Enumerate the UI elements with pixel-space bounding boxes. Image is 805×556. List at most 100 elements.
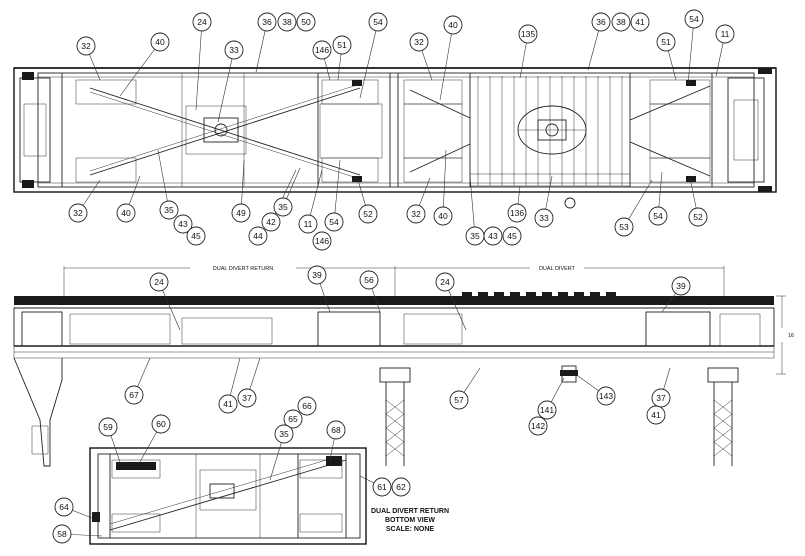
leader-line [195, 21, 203, 111]
callout-balloon-57: 57 [449, 390, 469, 410]
callout-balloon-51: 51 [332, 35, 352, 55]
callout-balloon-68: 68 [326, 420, 346, 440]
callout-balloon-135: 135 [518, 24, 538, 44]
leader-line [157, 149, 170, 211]
callout-balloon-146: 146 [312, 231, 332, 251]
callout-balloon-54: 54 [684, 9, 704, 29]
callout-number: 50 [301, 17, 311, 27]
callout-balloon-11: 11 [298, 214, 318, 234]
callout-balloon-43: 43 [483, 226, 503, 246]
callout-number: 54 [329, 217, 339, 227]
callout-number: 54 [689, 14, 699, 24]
callout-balloon-36: 36 [257, 12, 277, 32]
callout-number: 66 [302, 401, 312, 411]
divert-slats [469, 76, 631, 187]
callout-number: 53 [619, 222, 629, 232]
callout-number: 54 [653, 211, 663, 221]
callout-number: 68 [331, 425, 341, 435]
bottom-view-title: DUAL DIVERT RETURN [371, 508, 449, 515]
callout-number: 136 [510, 208, 524, 218]
callout-number: 40 [448, 20, 458, 30]
callout-balloon-24: 24 [192, 12, 212, 32]
callout-balloon-60: 60 [151, 414, 171, 434]
callout-number: 33 [539, 213, 549, 223]
callout-balloon-35: 35 [273, 197, 293, 217]
leader-line [333, 159, 341, 223]
callout-balloon-38: 38 [277, 12, 297, 32]
callout-number: 39 [676, 281, 686, 291]
callout-number: 38 [282, 17, 292, 27]
callout-balloon-45: 45 [186, 226, 206, 246]
callout-number: 146 [315, 45, 329, 55]
callout-balloon-41: 41 [646, 405, 666, 425]
callout-balloon-64: 64 [54, 497, 74, 517]
callout-balloon-37: 37 [651, 388, 671, 408]
callout-number: 35 [279, 429, 289, 439]
callout-number: 45 [191, 231, 201, 241]
support-leg-left [379, 367, 411, 466]
callout-balloon-67: 67 [124, 385, 144, 405]
callout-number: 32 [73, 208, 83, 218]
callout-balloon-32: 32 [409, 32, 429, 52]
bottom-view-scale: SCALE: NONE [386, 526, 435, 533]
callout-number: 57 [454, 395, 464, 405]
callout-number: 42 [266, 217, 276, 227]
view-notes: DUAL DIVERT RETURN BOTTOM VIEW SCALE: NO… [371, 508, 449, 533]
callout-balloon-141: 141 [537, 400, 557, 420]
callout-number: 52 [363, 209, 373, 219]
leader-line [469, 175, 476, 237]
callout-number: 11 [721, 29, 730, 39]
callout-balloon-42: 42 [261, 212, 281, 232]
callout-number: 59 [103, 422, 113, 432]
callout-number: 52 [693, 212, 703, 222]
callout-number: 11 [304, 219, 313, 229]
callout-balloon-39: 39 [671, 276, 691, 296]
callout-balloon-35: 35 [159, 200, 179, 220]
dim-label-height: 16 [788, 333, 794, 339]
callout-balloon-41: 41 [218, 394, 238, 414]
callout-number: 37 [656, 393, 666, 403]
callout-balloon-40: 40 [116, 203, 136, 223]
callout-number: 62 [396, 482, 406, 492]
callout-number: 61 [377, 482, 387, 492]
callout-balloon-62: 62 [391, 477, 411, 497]
callout-number: 32 [81, 41, 91, 51]
callout-number: 51 [661, 37, 671, 47]
divert-shoes [462, 292, 616, 298]
callout-number: 43 [488, 231, 498, 241]
callout-number: 141 [540, 405, 554, 415]
callout-balloon-36: 36 [591, 12, 611, 32]
callout-balloon-51: 51 [656, 32, 676, 52]
callout-number: 40 [155, 37, 165, 47]
callout-balloon-33: 33 [534, 208, 554, 228]
callout-number: 35 [278, 202, 288, 212]
callout-number: 33 [229, 45, 239, 55]
callout-number: 40 [121, 208, 131, 218]
callout-number: 32 [414, 37, 424, 47]
callout-number: 143 [599, 391, 613, 401]
callout-balloon-35: 35 [274, 424, 294, 444]
callout-balloon-32: 32 [76, 36, 96, 56]
callout-balloon-45: 45 [502, 226, 522, 246]
callout-balloon-33: 33 [224, 40, 244, 60]
callout-number: 44 [253, 231, 263, 241]
callout-number: 45 [507, 231, 517, 241]
callout-number: 38 [616, 17, 626, 27]
callout-balloon-54: 54 [368, 12, 388, 32]
callout-balloon-35: 35 [465, 226, 485, 246]
callout-number: 58 [57, 529, 67, 539]
top-view [13, 67, 777, 209]
callout-balloon-142: 142 [528, 416, 548, 436]
callout-balloon-40: 40 [433, 206, 453, 226]
callout-balloon-24: 24 [149, 272, 169, 292]
callout-number: 36 [262, 17, 272, 27]
callout-balloon-40: 40 [443, 15, 463, 35]
callout-balloon-49: 49 [231, 203, 251, 223]
callout-balloon-136: 136 [507, 203, 527, 223]
callout-number: 24 [154, 277, 164, 287]
callout-number: 24 [440, 277, 450, 287]
callout-number: 65 [288, 414, 298, 424]
callout-number: 49 [236, 208, 246, 218]
callout-balloon-50: 50 [296, 12, 316, 32]
